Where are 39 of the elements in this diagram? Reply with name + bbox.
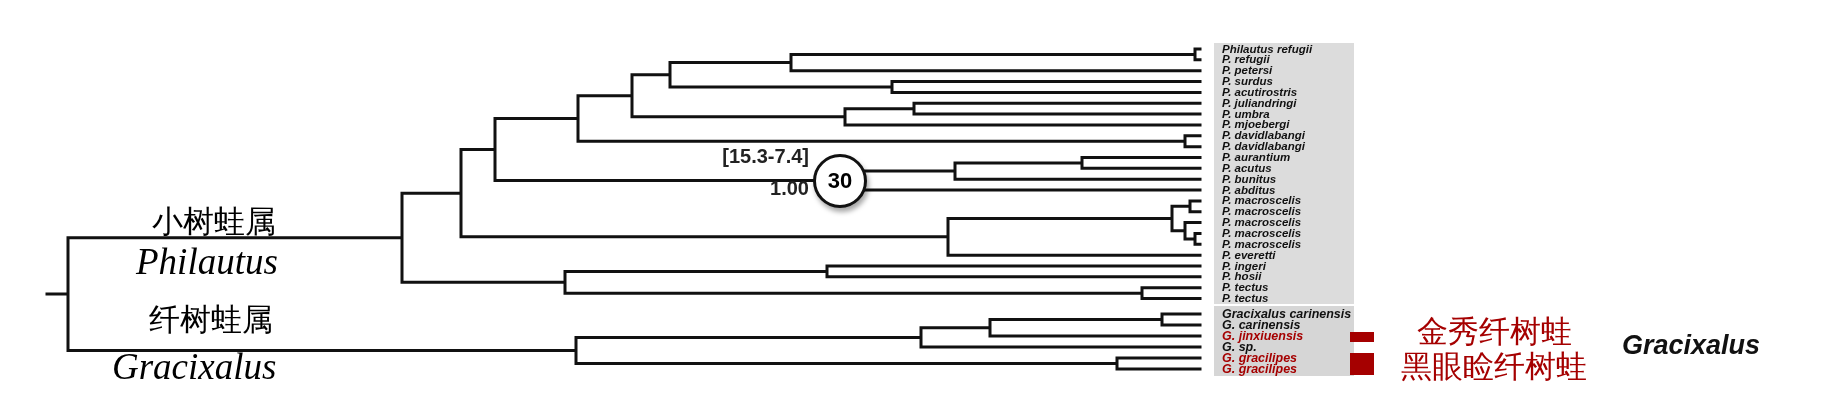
species-label: G. gracilipes: [1222, 352, 1298, 364]
species-label: P. acutus: [1222, 162, 1272, 174]
species-label: P. bunitus: [1222, 173, 1277, 185]
node-annotation: 1.00: [770, 176, 809, 200]
species-label: P. everetti: [1222, 249, 1276, 261]
species-label: P. umbra: [1222, 108, 1270, 120]
species-label: P. surdus: [1222, 76, 1273, 88]
species-label: G. jinxiuensis: [1222, 330, 1304, 342]
genus-label: 纤树蛙属: [149, 302, 273, 336]
species-label: P. macroscelis: [1222, 227, 1302, 239]
species-label: Philautus refugii: [1222, 43, 1313, 55]
genus-label: Philautus: [136, 243, 278, 281]
species-label: P. juliandringi: [1222, 97, 1297, 109]
species-label: P. tectus: [1222, 293, 1269, 305]
species-label: P. davidlabangi: [1222, 130, 1305, 142]
species-label: G. gracilipes: [1222, 363, 1298, 375]
species-label: G. carinensis: [1222, 319, 1301, 331]
species-label: P. hosii: [1222, 271, 1262, 283]
node-circle: 30: [813, 153, 867, 208]
legend-label: 金秀纤树蛙: [1415, 314, 1573, 348]
species-label: P. macroscelis: [1222, 206, 1302, 218]
species-label: Gracixalus carinensis: [1222, 308, 1352, 320]
genus-label: Gracixalus: [112, 348, 277, 386]
species-label: P. acutirostris: [1222, 86, 1298, 98]
species-label: P. refugii: [1222, 54, 1270, 66]
species-label: P. aurantium: [1222, 152, 1291, 163]
species-label: P. mjoebergi: [1222, 119, 1290, 131]
species-label: P. tectus: [1222, 282, 1269, 294]
species-label: P. macroscelis: [1222, 195, 1302, 207]
species-label: P. petersi: [1222, 65, 1273, 77]
node-annotation: [15.3-7.4]: [722, 144, 809, 168]
species-label: P. davidlabangi: [1222, 141, 1305, 153]
species-label: P. macroscelis: [1222, 217, 1302, 229]
genus-label: Gracixalus: [1622, 330, 1761, 361]
genus-label: 小树蛙属: [152, 204, 276, 238]
species-label: P. abditus: [1222, 184, 1276, 196]
legend-label: 黑眼睑纤树蛙: [1400, 349, 1588, 383]
species-label: P. macroscelis: [1222, 238, 1302, 250]
species-label: P. ingeri: [1222, 260, 1266, 272]
